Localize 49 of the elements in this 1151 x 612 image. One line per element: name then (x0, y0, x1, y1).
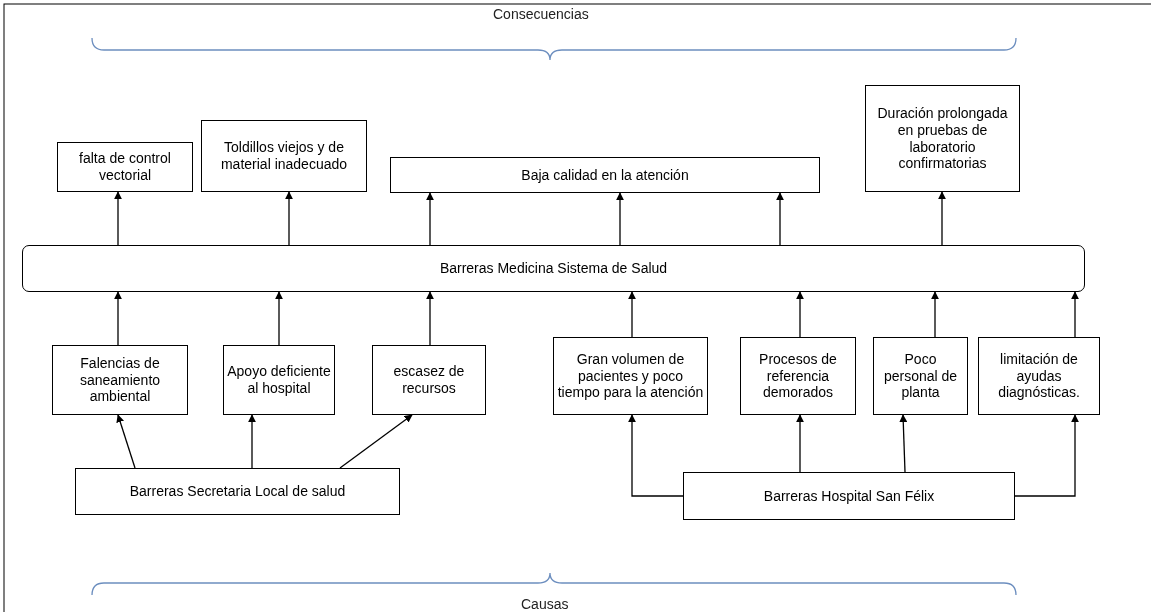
arrow (899, 414, 908, 473)
process-box (75, 468, 400, 515)
arrow (1071, 291, 1079, 338)
arrow (931, 291, 939, 338)
box-text: Apoyo deficiente al hospital (227, 363, 331, 397)
process-box (52, 345, 188, 415)
process-box (201, 120, 367, 192)
process-box (57, 142, 193, 192)
box-text: Poco personal de planta (882, 350, 959, 402)
arrow (1014, 414, 1079, 497)
arrow (776, 192, 784, 246)
arrow (116, 414, 136, 469)
box-text: limitación de ayudas diagnósticas. (997, 350, 1081, 402)
process-box (390, 157, 820, 193)
rounded-process-box (22, 245, 1085, 292)
arrow (285, 191, 293, 246)
box-text: escasez de recursos (392, 363, 466, 397)
process-box (740, 337, 856, 415)
arrow (938, 191, 946, 246)
arrow (339, 414, 413, 469)
box-text: Gran volumen de pacientes y poco tiempo para la atención (557, 350, 704, 402)
section-label: Consecuencias (490, 6, 592, 22)
box-text: Baja calidad en la atención (521, 166, 689, 184)
box-text: Barreras Hospital San Félix (763, 487, 935, 505)
arrow (796, 291, 804, 338)
process-box (865, 85, 1020, 192)
box-text: Procesos de referencia demorados (758, 350, 838, 402)
box-text: Barreras Secretaria Local de salud (129, 483, 346, 500)
process-box (223, 345, 335, 415)
box-text: Falencias de saneamiento ambiental (78, 354, 162, 406)
process-box (553, 337, 708, 415)
arrow (275, 291, 283, 346)
box-text: falta de control vectorial (78, 150, 172, 184)
arrow (114, 291, 122, 346)
arrow (426, 291, 434, 346)
arrow (796, 414, 804, 473)
process-box (372, 345, 486, 415)
arrow (114, 191, 122, 246)
arrow (628, 291, 636, 338)
box-text: Barreras Medicina Sistema de Salud (439, 260, 668, 277)
process-box (978, 337, 1100, 415)
arrow (426, 192, 434, 246)
process-box (683, 472, 1015, 520)
arrow (616, 192, 624, 246)
process-box (873, 337, 968, 415)
box-text: Toldillos viejos y de material inadecuado (219, 139, 349, 173)
box-text: Duración prolongada en pruebas de laboratorio confirmatorias (876, 104, 1009, 173)
arrow (628, 414, 684, 497)
arrow (248, 414, 256, 469)
